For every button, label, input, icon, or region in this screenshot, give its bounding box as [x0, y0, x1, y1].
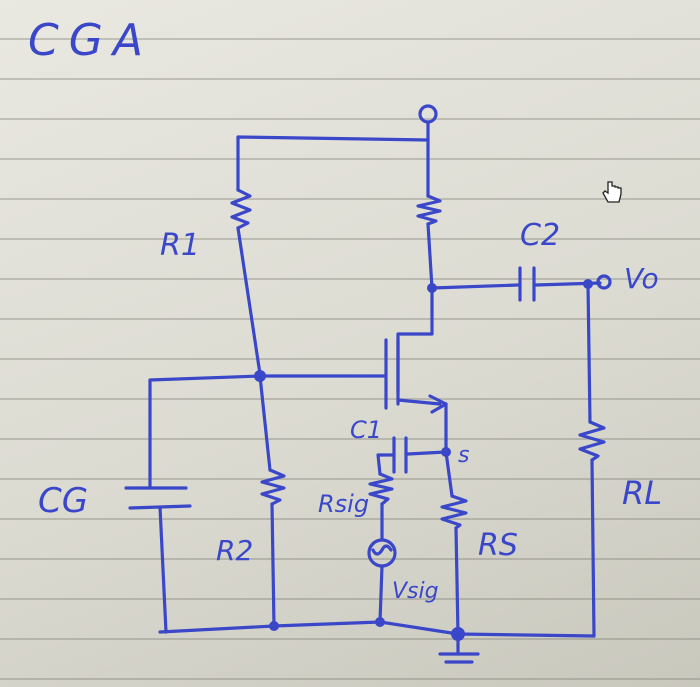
sine-wave-icon — [371, 544, 393, 556]
wire-drain-to-mosfet — [396, 286, 434, 394]
label-vo: Vo — [624, 262, 659, 295]
resistor-rsig — [368, 472, 394, 506]
wire-top-rail — [236, 135, 430, 142]
resistor-rd — [416, 194, 442, 226]
wire-r2-bottom — [270, 502, 276, 628]
resistor-r1 — [230, 188, 252, 230]
resistor-rs — [440, 494, 468, 530]
output-terminal — [596, 274, 612, 290]
label-c1: C1 — [350, 416, 382, 444]
label-vsig: Vsig — [392, 579, 439, 604]
hand-cursor-icon — [602, 181, 622, 203]
wire-rs-bottom — [454, 526, 460, 636]
vdd-terminal — [418, 104, 438, 124]
label-cg: CG — [38, 481, 88, 521]
label-rl: RL — [622, 474, 662, 512]
wire-drain-to-c2 — [430, 283, 520, 290]
wire-r2-top — [258, 374, 272, 472]
wire-c1-to-rsig — [376, 453, 396, 476]
wire-r1-to-gate-node — [236, 226, 262, 376]
wire-gate-to-cg — [148, 374, 262, 490]
resistor-rl — [578, 420, 606, 462]
voltage-source-vsig — [367, 538, 397, 568]
wire-source-arrow — [396, 398, 442, 406]
wire-rl-top — [586, 282, 592, 424]
node-r2-ground — [269, 621, 279, 631]
label-r1: R1 — [160, 228, 200, 263]
label-s: s — [458, 443, 469, 468]
wire-vsig-to-ground — [378, 564, 384, 624]
label-r2: R2 — [216, 534, 253, 567]
label-c2: C2 — [520, 218, 560, 253]
wire-cg-to-ground — [158, 505, 168, 634]
wire-source-to-c1 — [406, 450, 448, 456]
ground-icon — [438, 652, 480, 664]
label-rsig: Rsig — [318, 490, 369, 518]
wire-rd-bottom — [426, 222, 434, 290]
label-rs: RS — [478, 528, 518, 563]
wire-rl-bottom — [590, 458, 596, 638]
wire-ground-bus — [158, 620, 596, 638]
diagram-title: CGA — [28, 15, 153, 66]
resistor-r2 — [260, 468, 286, 506]
wire-rs-top — [444, 450, 454, 498]
